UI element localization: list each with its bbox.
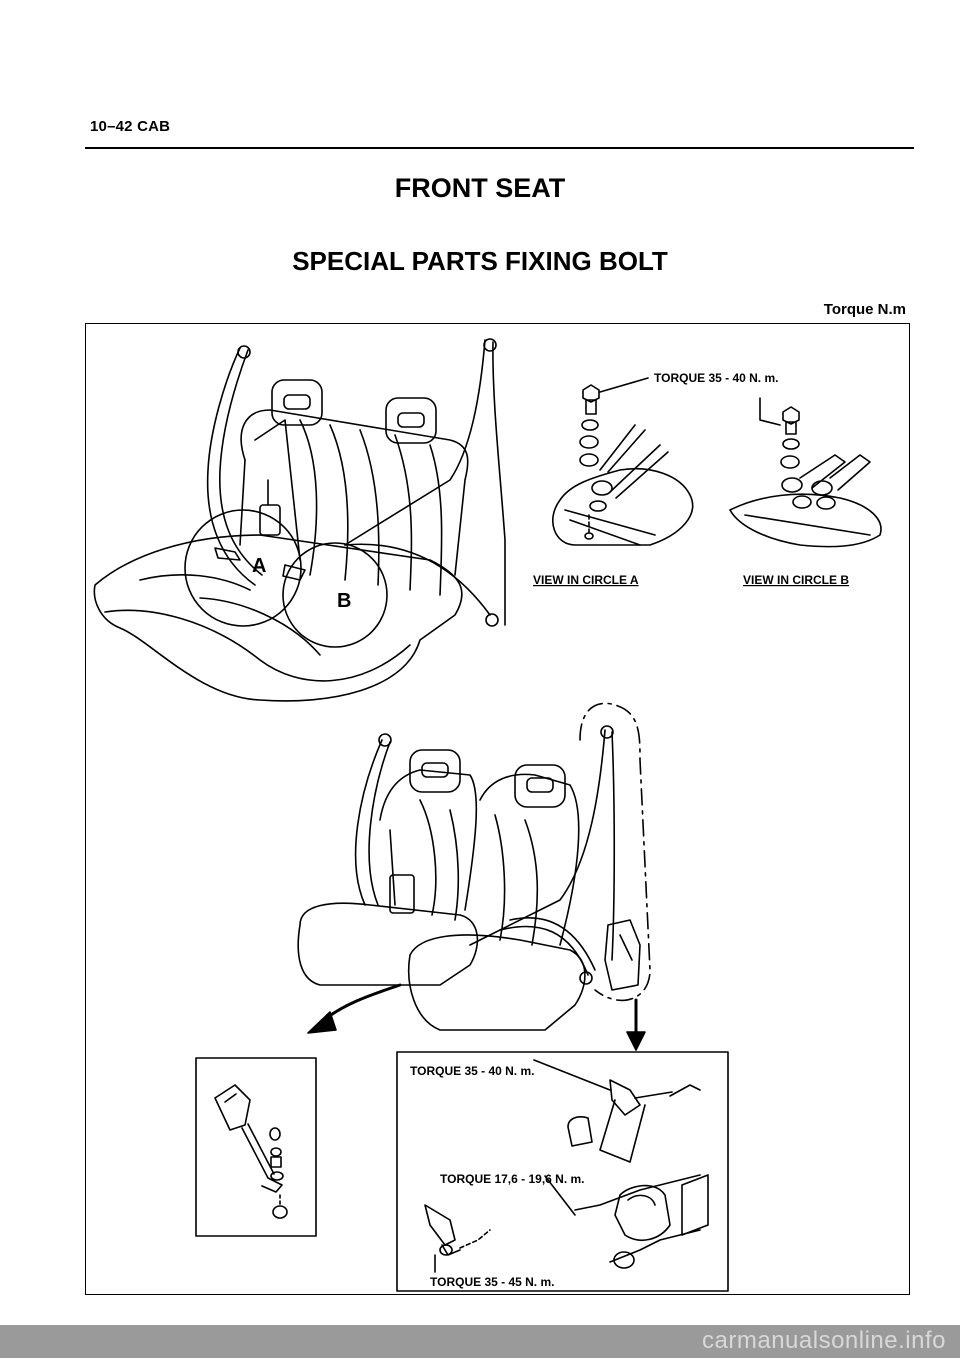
retractor-torque-top: TORQUE 35 - 40 N. m. [410,1064,534,1078]
buckle-inset [195,1057,317,1237]
header-rule [85,147,914,149]
bench-seat-drawing [93,338,506,702]
bucket-seats-drawing [297,702,651,1051]
circle-a-marker: A [252,555,266,577]
watermark-text: carmanualsonline.info [702,1327,946,1354]
circle-b-marker: B [337,590,351,612]
view-b-caption: VIEW IN CIRCLE B [743,573,849,587]
figure-frame [85,323,910,1295]
view-b-drawing [729,397,882,548]
retractor-torque-mid: TORQUE 17,6 - 19,6 N. m. [440,1172,585,1186]
retractor-torque-bottom: TORQUE 35 - 45 N. m. [430,1275,554,1289]
view-a-caption: VIEW IN CIRCLE A [533,573,639,587]
unit-note: Torque N.m [823,301,906,318]
watermark-bar [0,1325,960,1358]
page-title: FRONT SEAT [394,173,566,203]
view-a-drawing [551,377,694,546]
page-subtitle: SPECIAL PARTS FIXING BOLT [292,246,668,276]
page-header: 10–42 CAB [90,118,171,135]
view-a-torque-label: TORQUE 35 - 40 N. m. [654,371,778,385]
retractor-inset [396,1051,729,1292]
